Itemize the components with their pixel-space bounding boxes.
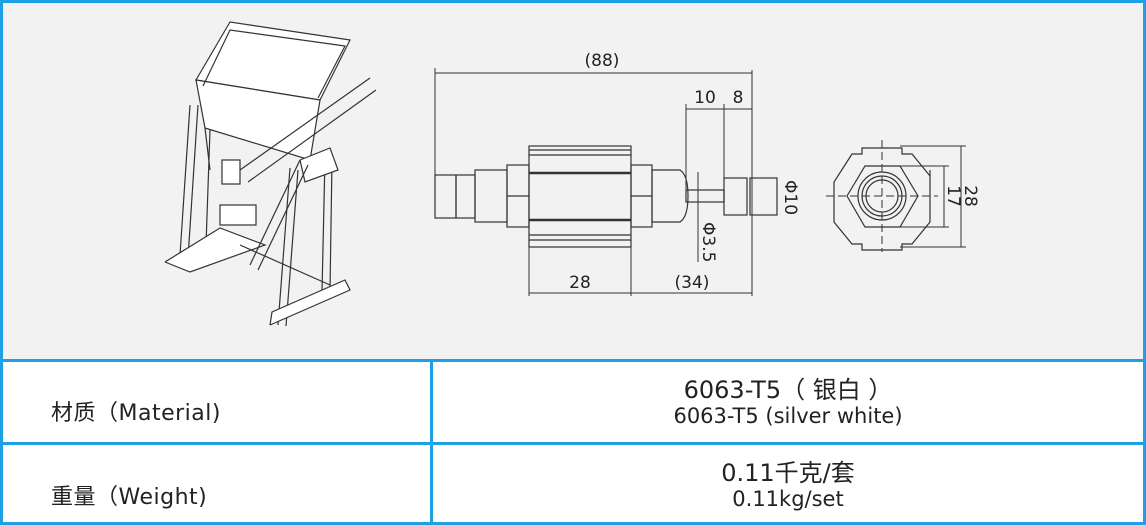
weight-label: 重量（Weight) [51, 485, 208, 510]
front-view [434, 145, 778, 248]
dim-end-diameter: Φ10 [780, 180, 800, 215]
dim-end-length: 8 [733, 88, 744, 108]
weight-value-cn: 0.11千克/套 [721, 459, 855, 487]
technical-drawing: (88) 10 8 Φ10 Φ3.5 28 (34) 17 28 [3, 3, 1143, 359]
weight-value-en: 0.11kg/set [732, 487, 844, 511]
dim-body-length: 28 [569, 273, 591, 293]
material-label: 材质（Material) [51, 401, 221, 426]
dim-profile-size: 28 [960, 185, 980, 207]
material-value-cn: 6063-T5（ 银白 ） [683, 376, 893, 404]
dim-shaft-length: 10 [694, 88, 716, 108]
isometric-assembly-illustration [164, 21, 377, 327]
divider [3, 442, 1143, 445]
divider [3, 359, 1143, 362]
material-value-en: 6063-T5 (silver white) [673, 404, 903, 428]
dim-overall-length: (88) [585, 51, 620, 71]
dimension-lines [434, 68, 966, 296]
dim-hex-size: 17 [943, 185, 963, 207]
side-view [826, 140, 938, 252]
column-divider [430, 359, 433, 522]
dim-right-length: (34) [675, 273, 710, 293]
dim-shaft-diameter: Φ3.5 [698, 222, 718, 262]
